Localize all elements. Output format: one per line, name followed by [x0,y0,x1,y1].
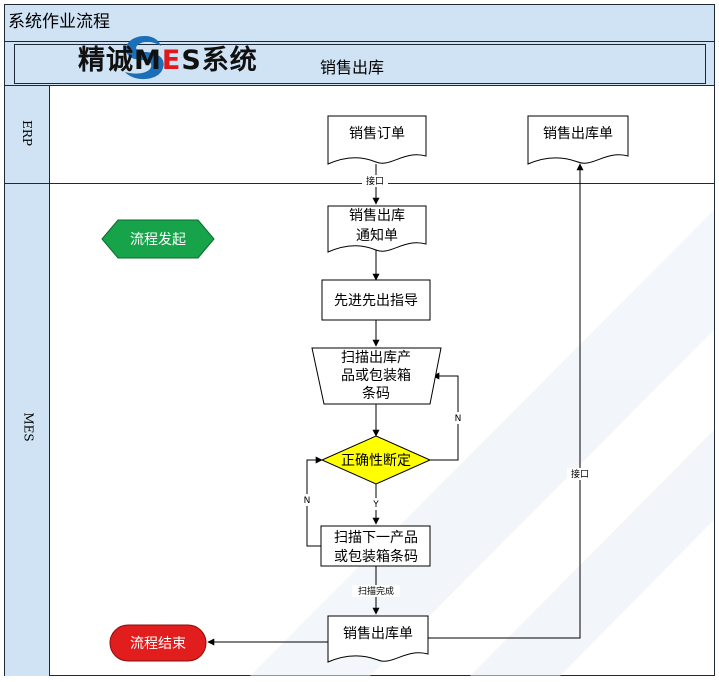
edge-label-no-left: N [304,496,311,506]
lane-divider [5,183,714,184]
edge-label-bg [452,412,464,424]
page-title: 系统作业流程 [8,12,110,32]
svg-text:流程发起: 流程发起 [130,232,186,248]
node-fifo-guidance: 先进先出指导 [321,279,431,321]
svg-text:流程结束: 流程结束 [130,636,186,652]
logo-text-part-1: 精诚M [78,45,162,76]
svg-text:通知单: 通知单 [356,227,398,244]
header-bar [5,42,714,86]
svg-text:品或包装箱: 品或包装箱 [341,368,411,384]
edge-label-interface-right: 接口 [571,468,589,480]
node-scan-outbound: 扫描出库产 品或包装箱 条码 [311,347,442,405]
svg-text:销售订单: 销售订单 [349,126,405,142]
title-bar [5,5,714,42]
edge-label-scan-done: 扫描完成 [358,585,394,597]
svg-text:正确性断定: 正确性断定 [341,453,411,469]
edge-label-interface-top: 接口 [366,175,384,187]
svg-text:扫描出库产: 扫描出库产 [341,350,411,366]
logo-text: 精诚MES系统 [78,38,258,77]
edge-label-bg [352,585,400,597]
svg-text:扫描下一产品: 扫描下一产品 [334,530,418,546]
edge-label-yes: Y [372,500,379,510]
logo-text-accent: E [161,45,182,76]
node-sales-outbound-erp: 销售出库单 [527,115,629,165]
edge-label-bg [567,468,593,480]
edge-outbound-to-erp [428,163,584,639]
node-sales-outbound-mes: 销售出库单 [327,615,429,663]
node-process-start: 流程发起 [101,219,215,259]
svg-text:销售出库: 销售出库 [349,208,405,224]
edge-label-bg [301,494,313,506]
node-sales-order: 销售订单 [327,115,427,165]
process-header-box [14,44,706,84]
node-outbound-notice: 销售出库 通知单 [327,205,427,253]
logo-swirl-icon [125,36,164,80]
process-name: 销售出库 [320,58,385,77]
edge-label-bg [362,175,388,187]
edge-label-bg [370,498,382,510]
logo-text-part-2: S系统 [181,45,258,76]
node-scan-next: 扫描下一产品 或包装箱条码 [320,525,431,567]
edge-labels: 接口 接口 N N Y 扫描完成 [301,175,593,597]
edge-label-no-right: N [455,414,462,424]
node-correctness-decision: 正确性断定 [320,435,432,485]
svg-text:条码: 条码 [362,385,390,402]
background-decoration [250,210,714,676]
svg-text:或包装箱条码: 或包装箱条码 [334,548,418,565]
company-logo [125,36,164,80]
svg-text:销售出库单: 销售出库单 [343,626,413,642]
svg-text:先进先出指导: 先进先出指导 [334,293,418,309]
lane-label-column [5,86,50,676]
node-process-end: 流程结束 [109,624,207,662]
svg-text:销售出库单: 销售出库单 [543,126,613,142]
